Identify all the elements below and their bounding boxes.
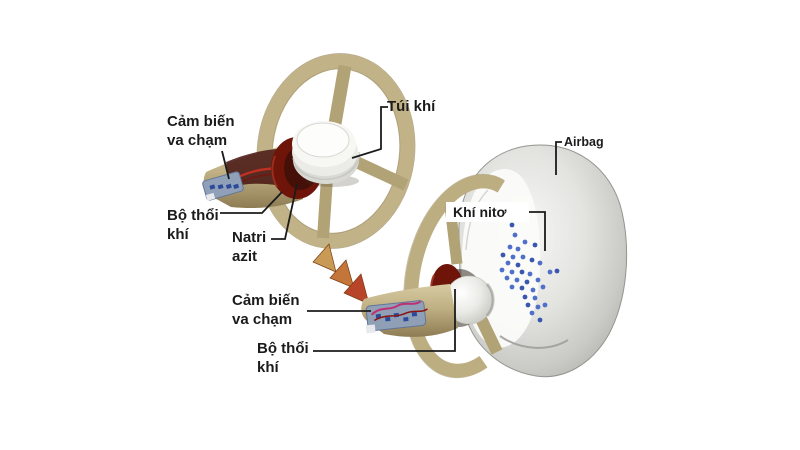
balloon-bottom-crease bbox=[499, 335, 569, 349]
nitrogen-dot bbox=[519, 269, 525, 275]
nitrogen-dot bbox=[554, 268, 560, 274]
nitrogen-dot bbox=[515, 246, 521, 252]
nitrogen-dot bbox=[540, 284, 546, 290]
wheel1-rim bbox=[257, 53, 415, 249]
steering-wheel-after bbox=[403, 173, 505, 379]
wheel2-rim bbox=[404, 174, 505, 378]
nitrogen-dot bbox=[499, 267, 505, 273]
nitrogen-dot bbox=[522, 239, 528, 245]
nitrogen-dot bbox=[529, 257, 535, 263]
connector-inflator-1 bbox=[220, 191, 283, 214]
inflator-sphere-shade bbox=[485, 283, 495, 317]
nitrogen-dot bbox=[507, 244, 513, 250]
nitrogen-dot bbox=[527, 271, 533, 277]
nitrogen-dot bbox=[530, 287, 536, 293]
nitrogen-dot bbox=[537, 317, 543, 323]
connector-nitrogen-gas bbox=[527, 211, 546, 251]
nitrogen-dot bbox=[525, 302, 531, 308]
connector-crash-sensor-1 bbox=[221, 150, 230, 180]
nitrogen-dot bbox=[500, 252, 506, 258]
label-airbag-folded: Túi khí bbox=[387, 98, 436, 115]
sodium-azide-ring-1-highlight bbox=[271, 155, 278, 188]
nitrogen-dot bbox=[504, 275, 510, 281]
nitrogen-dot bbox=[547, 269, 553, 275]
nitrogen-dot bbox=[510, 254, 516, 260]
label-inflator-2: Bộ thổi khí bbox=[257, 340, 309, 376]
nitrogen-dot bbox=[509, 222, 515, 228]
crash-sensor-module-1 bbox=[202, 171, 244, 201]
label-airbag-inflated: Airbag bbox=[564, 135, 604, 149]
label-nitrogen-gas: Khí nitơ bbox=[446, 202, 529, 222]
nitrogen-dot bbox=[512, 232, 518, 238]
nitrogen-dot bbox=[509, 269, 515, 275]
label-inflator-1: Bộ thổi khí bbox=[167, 207, 219, 243]
nitrogen-dot bbox=[505, 260, 511, 266]
nitrogen-dot bbox=[515, 262, 521, 268]
nitrogen-dot bbox=[522, 294, 528, 300]
label-sodium-azide: Natri azit bbox=[232, 229, 267, 265]
label-connector-lines bbox=[220, 106, 562, 352]
nitrogen-dot bbox=[524, 279, 530, 285]
nitrogen-dot bbox=[535, 304, 541, 310]
connector-airbag-inflated bbox=[555, 141, 562, 175]
nitrogen-dot bbox=[542, 302, 548, 308]
impact-arrows-icon bbox=[312, 243, 370, 305]
nitrogen-dot bbox=[532, 295, 538, 301]
steering-column-2 bbox=[361, 284, 458, 337]
nitrogen-dot bbox=[532, 242, 538, 248]
nitrogen-dot bbox=[520, 254, 526, 260]
nitrogen-dot bbox=[519, 285, 525, 291]
label-crash-sensor-1: Cảm biến va chạm bbox=[167, 113, 235, 149]
airbag-canister-cap bbox=[296, 122, 350, 158]
nitrogen-dot bbox=[509, 284, 515, 290]
nitrogen-dot bbox=[514, 277, 520, 283]
canister-ridge-2 bbox=[294, 159, 358, 181]
nitrogen-gas-dots bbox=[499, 222, 560, 323]
connector-airbag-folded bbox=[351, 106, 388, 159]
nitrogen-dot bbox=[529, 310, 535, 316]
connector-sodium-azide bbox=[271, 183, 298, 240]
label-crash-sensor-2: Cảm biến va chạm bbox=[232, 292, 300, 328]
crash-sensor-module-2 bbox=[365, 300, 428, 334]
connector-inflator-2 bbox=[313, 289, 456, 352]
nitrogen-dot bbox=[535, 277, 541, 283]
nitrogen-dot bbox=[537, 260, 543, 266]
inflator-hub-1 bbox=[271, 121, 360, 199]
